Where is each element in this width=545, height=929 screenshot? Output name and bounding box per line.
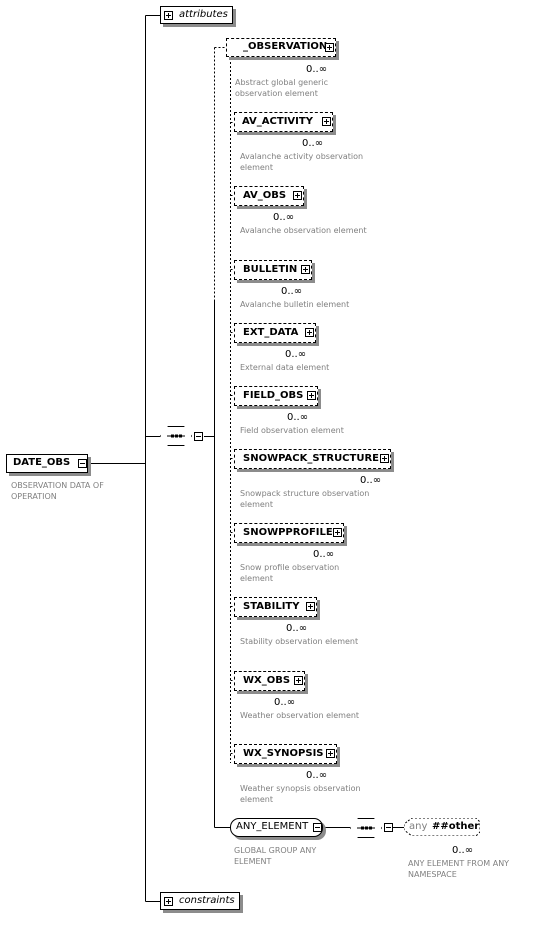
- element-cardinality: 0..∞: [302, 138, 324, 149]
- element-name: EXT_DATA: [243, 327, 299, 338]
- element-description: Weather synopsis observation element: [240, 784, 361, 804]
- expand-icon[interactable]: [325, 43, 334, 52]
- element-name: BULLETIN: [243, 264, 298, 275]
- element-name: AV_OBS: [243, 190, 287, 201]
- element-node-stability[interactable]: STABILITY: [234, 597, 317, 617]
- wildcard-cardinality: 0..∞: [452, 845, 474, 856]
- element-cardinality: 0..∞: [274, 697, 296, 708]
- element-node-snowpprofile[interactable]: SNOWPPROFILE: [234, 523, 344, 543]
- element-node-ext-data[interactable]: EXT_DATA: [234, 323, 316, 343]
- element-description: External data element: [240, 363, 330, 372]
- element-cardinality: 0..∞: [360, 475, 382, 486]
- root-element-node[interactable]: DATE_OBS: [6, 454, 88, 473]
- any-wildcard-prefix: any: [409, 821, 428, 832]
- element-node-observation[interactable]: _OBSERVATION: [226, 38, 336, 57]
- expand-icon[interactable]: [322, 117, 331, 126]
- expand-icon[interactable]: [380, 454, 389, 463]
- element-description: Stability observation element: [240, 637, 359, 646]
- element-description: Avalanche bulletin element: [240, 300, 350, 309]
- element-cardinality: 0..∞: [306, 770, 328, 781]
- expand-icon[interactable]: [326, 749, 335, 758]
- any-wildcard-namespace: ##other: [432, 821, 480, 832]
- group-name: ANY_ELEMENT: [236, 821, 309, 832]
- element-cardinality: 0..∞: [285, 349, 307, 360]
- element-name: WX_SYNOPSIS: [243, 748, 324, 759]
- element-description: Snow profile observation element: [240, 563, 340, 583]
- collapse-icon[interactable]: [194, 432, 203, 441]
- element-cardinality: 0..∞: [273, 212, 295, 223]
- element-node-field-obs[interactable]: FIELD_OBS: [234, 386, 318, 406]
- expand-icon[interactable]: [164, 11, 173, 20]
- element-description: Field observation element: [240, 426, 344, 435]
- element-cardinality: 0..∞: [313, 549, 335, 560]
- element-name: _OBSERVATION: [243, 41, 328, 52]
- constraints-label: constraints: [179, 895, 235, 906]
- element-node-av-activity[interactable]: AV_ACTIVITY: [234, 112, 333, 132]
- collapse-icon[interactable]: [313, 823, 322, 832]
- sequence-icon: [357, 826, 375, 830]
- root-element-name: DATE_OBS: [13, 457, 71, 468]
- element-node-av-obs[interactable]: AV_OBS: [234, 186, 304, 206]
- element-name: AV_ACTIVITY: [242, 116, 313, 127]
- element-description: Avalanche observation element: [240, 226, 367, 235]
- collapse-icon[interactable]: [78, 459, 87, 468]
- element-node-wx-synopsis[interactable]: WX_SYNOPSIS: [234, 744, 337, 764]
- expand-icon[interactable]: [333, 528, 342, 537]
- root-description: OBSERVATION DATA OF OPERATION: [11, 481, 104, 501]
- attributes-label: attributes: [179, 9, 228, 20]
- group-description: GLOBAL GROUP ANY ELEMENT: [234, 846, 317, 866]
- element-node-wx-obs[interactable]: WX_OBS: [234, 671, 305, 691]
- element-description: Abstract global generic observation elem…: [235, 78, 328, 98]
- expand-icon[interactable]: [164, 897, 173, 906]
- constraints-node[interactable]: constraints: [160, 892, 240, 910]
- element-node-bulletin[interactable]: BULLETIN: [234, 260, 312, 280]
- expand-icon[interactable]: [306, 602, 315, 611]
- expand-icon[interactable]: [305, 328, 314, 337]
- element-description: Weather observation element: [240, 711, 360, 720]
- element-name: SNOWPACK_STRUCTURE: [243, 453, 379, 464]
- element-name: SNOWPPROFILE: [243, 527, 333, 538]
- element-node-snowpack-structure[interactable]: SNOWPACK_STRUCTURE: [234, 449, 391, 469]
- expand-icon[interactable]: [293, 191, 302, 200]
- wildcard-description: ANY ELEMENT FROM ANY NAMESPACE: [408, 859, 510, 879]
- element-cardinality: 0..∞: [287, 412, 309, 423]
- attributes-node[interactable]: attributes: [160, 6, 233, 24]
- element-name: STABILITY: [243, 601, 300, 612]
- any-wildcard-shape[interactable]: [404, 818, 480, 836]
- expand-icon[interactable]: [301, 265, 310, 274]
- collapse-icon[interactable]: [384, 823, 393, 832]
- element-cardinality: 0..∞: [286, 623, 308, 634]
- element-name: WX_OBS: [243, 675, 291, 686]
- sequence-icon: [167, 434, 185, 438]
- any-element-group-node[interactable]: ANY_ELEMENT: [230, 818, 323, 837]
- element-cardinality: 0..∞: [306, 64, 328, 75]
- expand-icon[interactable]: [294, 676, 303, 685]
- element-cardinality: 0..∞: [281, 286, 303, 297]
- element-description: Snowpack structure observation element: [240, 489, 370, 509]
- element-name: FIELD_OBS: [243, 390, 304, 401]
- element-description: Avalanche activity observation element: [240, 152, 364, 172]
- expand-icon[interactable]: [307, 391, 316, 400]
